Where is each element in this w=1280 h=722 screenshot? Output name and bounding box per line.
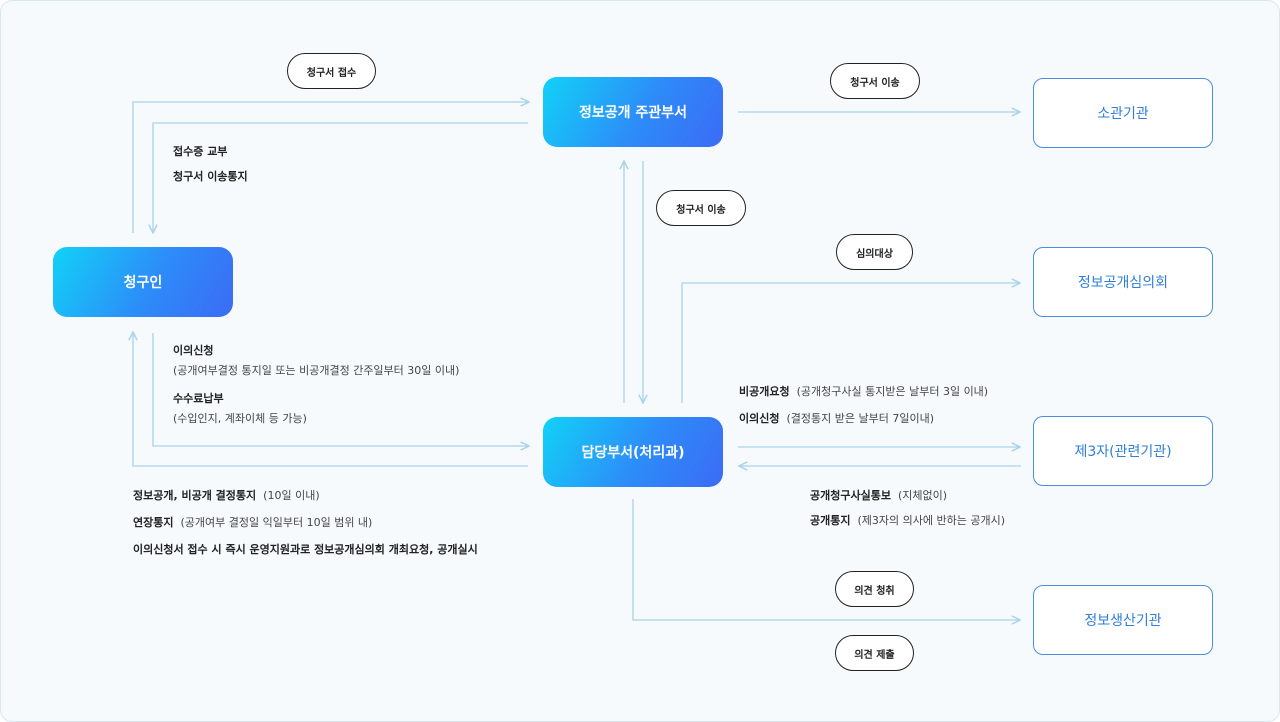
arrow-handling-to-applicant (133, 332, 528, 467)
label-nondisclosure-request-title: 비공개요청 (739, 385, 790, 398)
pill-hear-opinion-label: 의견 청취 (854, 585, 895, 597)
node-competent-agency-label: 소관기관 (1097, 106, 1149, 122)
pill-receive-request: 청구서 접수 (287, 53, 376, 89)
pill-hear-opinion: 의견 청취 (835, 571, 914, 607)
pill-submit-opinion-label: 의견 제출 (854, 649, 895, 661)
label-objection-title: 이의신청 (173, 344, 214, 357)
node-handling-dept-label: 담당부서(처리과) (581, 445, 685, 461)
pill-transfer-request-mid: 청구서 이송 (656, 190, 746, 226)
pill-transfer-request-top-label: 청구서 이송 (850, 77, 900, 89)
label-disclosure-notice-title: 공개통지 (810, 514, 851, 527)
pill-review-target: 심의대상 (836, 234, 913, 270)
pill-transfer-request-top: 청구서 이송 (830, 63, 920, 99)
label-fee-title: 수수료납부 (173, 392, 224, 405)
pill-submit-opinion: 의견 제출 (835, 635, 914, 671)
arrow-handling-to-committee (681, 283, 1020, 403)
label-tp-objection-title: 이의신청 (739, 412, 780, 425)
label-fee-detail: (수입인지, 계좌이체 등 가능) (173, 412, 307, 425)
label-nondisclosure-request-detail: (공개청구사실 통지받은 날부터 3일 이내) (796, 385, 989, 398)
node-applicant: 청구인 (53, 247, 233, 317)
node-producing-agency: 정보생산기관 (1033, 585, 1213, 655)
pill-receive-request-label: 청구서 접수 (306, 67, 357, 79)
node-competent-agency: 소관기관 (1033, 78, 1213, 148)
node-third-party-label: 제3자(관련기관) (1074, 444, 1172, 460)
label-nondisclosure-request: 비공개요청 (공개청구사실 통지받은 날부터 3일 이내) (739, 385, 988, 399)
label-extension-title: 연장통지 (133, 516, 174, 529)
node-third-party: 제3자(관련기관) (1033, 416, 1213, 486)
label-request-fact-detail: (지체없이) (897, 489, 948, 502)
label-tp-objection: 이의신청 (결정통지 받은 날부터 7일이내) (739, 412, 934, 426)
label-disclosure-notice: 공개통지 (제3자의 의사에 반하는 공개시) (810, 514, 1005, 528)
label-disclosure-notice-detail: (제3자의 의사에 반하는 공개시) (857, 514, 1005, 527)
node-disclosure-committee-label: 정보공개심의회 (1077, 275, 1169, 291)
arrow-main-to-applicant (153, 122, 528, 233)
node-handling-dept: 담당부서(처리과) (543, 417, 723, 487)
label-extension: 연장통지 (공개여부 결정일 익일부터 10일 범위 내) (133, 516, 372, 530)
node-main-dept: 정보공개 주관부서 (543, 77, 723, 147)
label-decision-notice-title: 정보공개, 비공개 결정통지 (133, 489, 257, 502)
arrow-applicant-to-handling (152, 333, 529, 446)
arrow-handling-to-producing (632, 499, 1020, 620)
label-extension-detail: (공개여부 결정일 익일부터 10일 범위 내) (180, 516, 373, 529)
label-request-fact: 공개청구사실통보 (지체없이) (810, 489, 947, 503)
label-tp-objection-detail: (결정통지 받은 날부터 7일이내) (786, 412, 934, 425)
pill-review-target-label: 심의대상 (856, 248, 893, 260)
arrow-applicant-to-main (132, 102, 529, 233)
pill-transfer-request-mid-label: 청구서 이송 (676, 204, 726, 216)
label-decision-notice: 정보공개, 비공개 결정통지 (10일 이내) (133, 489, 320, 503)
label-request-fact-title: 공개청구사실통보 (810, 489, 891, 502)
label-objection-process: 이의신청서 접수 시 즉시 운영지원과로 정보공개심의회 개최요청, 공개실시 (133, 543, 478, 556)
node-applicant-label: 청구인 (123, 275, 163, 291)
label-receipt-issue: 접수증 교부 (173, 145, 228, 158)
label-decision-notice-detail: (10일 이내) (263, 489, 320, 502)
node-disclosure-committee: 정보공개심의회 (1033, 247, 1213, 317)
node-main-dept-label: 정보공개 주관부서 (579, 105, 687, 121)
label-transfer-notice: 청구서 이송통지 (173, 170, 248, 183)
label-objection-detail: (공개여부결정 통지일 또는 비공개결정 간주일부터 30일 이내) (173, 364, 460, 377)
node-producing-agency-label: 정보생산기관 (1084, 613, 1162, 629)
